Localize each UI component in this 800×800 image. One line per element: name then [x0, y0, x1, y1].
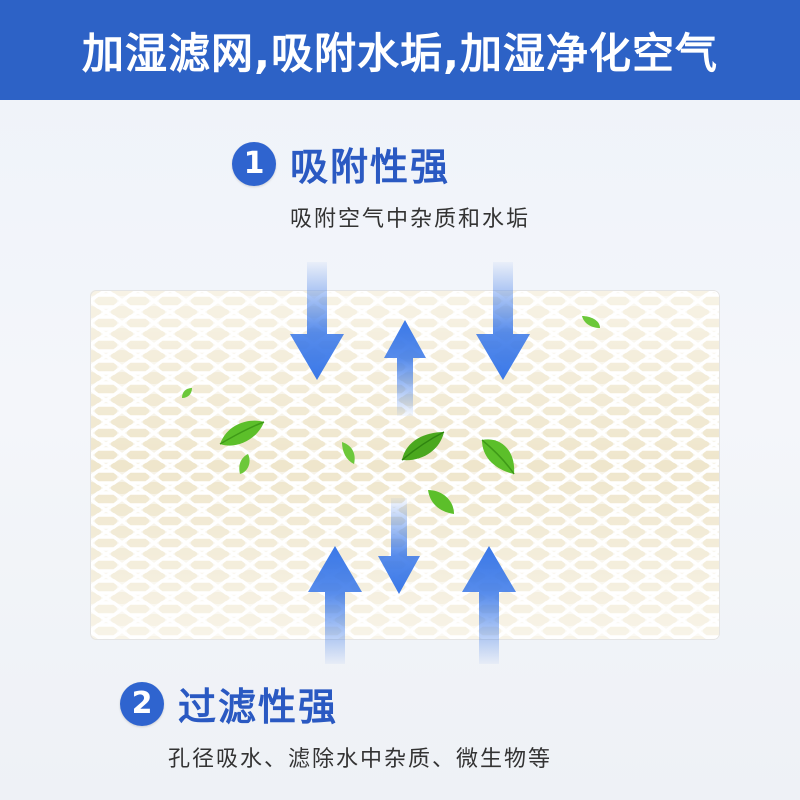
feature-head: 2 过滤性强	[120, 676, 552, 731]
arrow-up-icon	[384, 320, 426, 416]
arrow-down-icon	[378, 498, 420, 594]
number-badge-2: 2	[120, 681, 164, 726]
arrow-down-icon	[476, 262, 530, 380]
leaf-icon	[582, 316, 600, 328]
arrow-up-icon	[308, 546, 362, 664]
leaf-icon	[342, 442, 355, 464]
feature-head: 1 吸附性强	[232, 136, 530, 191]
leaf-icon	[428, 490, 454, 514]
feature-filtration: 2 过滤性强 孔径吸水、滤除水中杂质、微生物等	[120, 676, 552, 773]
arrow-down-icon	[290, 262, 344, 380]
feature-adsorption: 1 吸附性强 吸附空气中杂质和水垢	[232, 136, 530, 233]
feature-title: 过滤性强	[178, 685, 339, 729]
banner-title: 加湿滤网,吸附水垢,加湿净化空气	[82, 28, 718, 78]
leaf-icon	[481, 439, 515, 475]
header-banner: 加湿滤网,吸附水垢,加湿净化空气	[0, 0, 800, 100]
leaf-icon	[239, 454, 250, 474]
arrow-up-icon	[462, 546, 516, 664]
feature-desc: 孔径吸水、滤除水中杂质、微生物等	[168, 747, 553, 772]
number-badge-1: 1	[232, 141, 276, 186]
leaf-icon	[219, 420, 265, 446]
feature-desc: 吸附空气中杂质和水垢	[290, 207, 531, 232]
filter-mesh-graphic	[90, 290, 720, 640]
feature-title: 吸附性强	[290, 145, 451, 189]
leaf-icon	[182, 388, 192, 398]
filter-mesh-image	[90, 290, 720, 640]
leaf-icon	[401, 431, 445, 461]
